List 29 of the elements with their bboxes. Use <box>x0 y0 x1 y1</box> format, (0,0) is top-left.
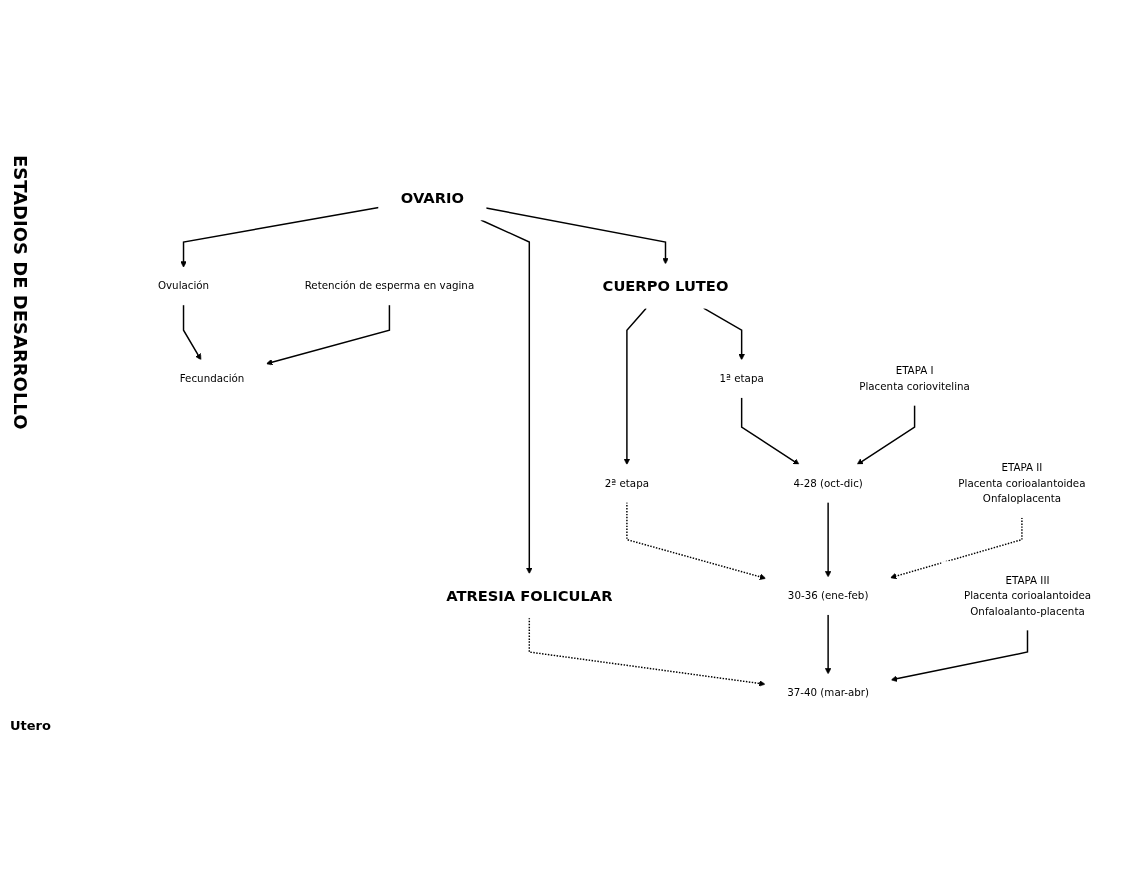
arrow <box>180 206 380 268</box>
node-text: Retención de esperma en vagina <box>304 280 475 292</box>
node-text: OVARIO <box>400 189 464 208</box>
axis-label: ESTADIOS DE DESARROLLO <box>10 154 31 430</box>
row-label: Utero <box>10 718 51 734</box>
arrow <box>182 304 202 361</box>
arrow <box>740 396 800 466</box>
node-text: 37-40 (mar-abr) <box>787 686 870 699</box>
arrow <box>824 501 832 578</box>
node-text: ATRESIA FOLICULAR <box>446 587 613 605</box>
node-text: 4-28 (oct-dic) <box>793 477 863 490</box>
arrow <box>266 304 391 366</box>
arrow <box>702 307 745 361</box>
node-text: 30-36 (ene-feb) <box>787 589 869 602</box>
node-text: ETAPA II Placenta corioalantoidea Onfaloplacenta <box>958 461 1086 505</box>
arrow <box>824 614 832 675</box>
arrow <box>890 629 1029 683</box>
node-text: Ovulación <box>157 280 210 292</box>
arrow <box>856 404 916 466</box>
node-text: Fecundación <box>179 372 245 385</box>
arrow <box>480 219 533 575</box>
arrow <box>623 307 647 466</box>
node-text: ETAPA III Placenta corioalantoidea Onfaloalanto-placenta <box>963 574 1092 618</box>
arrow <box>485 207 669 265</box>
arrow <box>890 517 1023 580</box>
node-text: ETAPA I Placenta coriovitelina <box>859 365 970 393</box>
node-text: 2ª etapa <box>604 477 649 490</box>
node-text: CUERPO LUTEO <box>602 277 729 296</box>
node-text: 1ª etapa <box>719 372 764 385</box>
